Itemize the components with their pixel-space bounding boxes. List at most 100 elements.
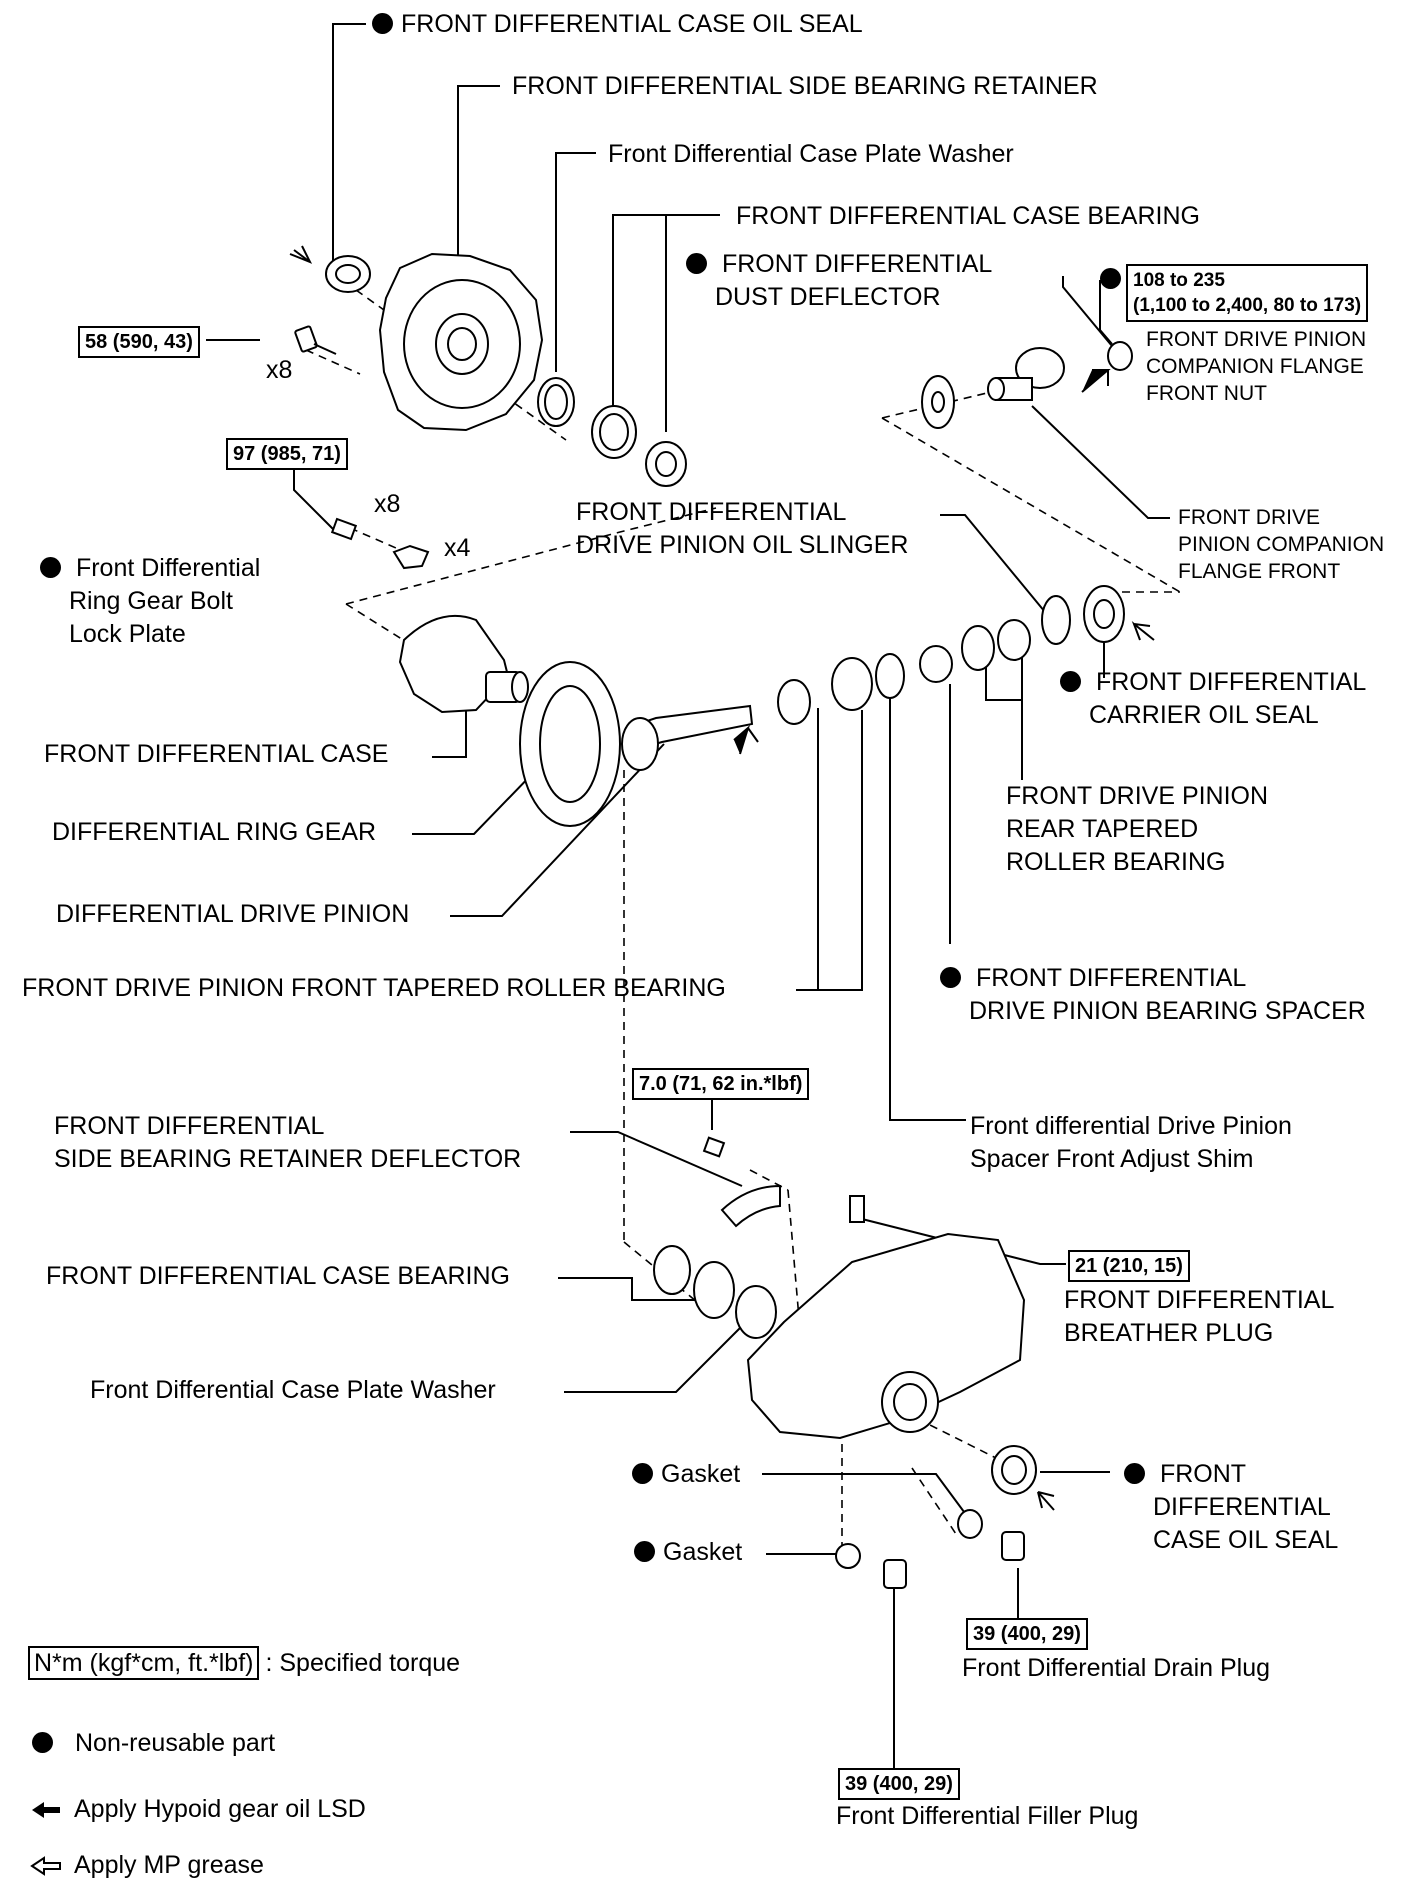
leader-drive-pinion bbox=[450, 743, 665, 917]
ring-gear-part bbox=[519, 661, 621, 827]
label-deflector-line-1: FRONT DIFFERENTIAL bbox=[54, 1112, 325, 1140]
leader-plate-washer-top bbox=[555, 152, 596, 372]
leader-diff-case bbox=[432, 690, 467, 758]
multiplier-retainer-bolts: x8 bbox=[266, 356, 293, 384]
ring-gear-bolt-part bbox=[330, 517, 358, 541]
label-rear-bearing-line-1: FRONT DRIVE PINION bbox=[1006, 782, 1269, 810]
torque-flange-nut-line-1: 108 to 235 bbox=[1133, 270, 1225, 291]
case-bearing-cone-bottom-part bbox=[653, 1245, 691, 1295]
label-rear-bearing-line-2: REAR TAPERED bbox=[1006, 815, 1199, 843]
drive-pinion-part bbox=[621, 704, 754, 771]
label-carrier-oil-seal: FRONT DIFFERENTIAL CARRIER OIL SEAL bbox=[1060, 666, 1366, 732]
label-breather-line-1: FRONT DIFFERENTIAL bbox=[1064, 1286, 1335, 1314]
leader-case-oil-seal-top bbox=[332, 23, 366, 262]
label-adjust-shim: Front differential Drive Pinion Spacer F… bbox=[970, 1110, 1292, 1176]
label-lock-plate: Front Differential Ring Gear Bolt Lock P… bbox=[40, 552, 260, 651]
label-shim-line-2: Spacer Front Adjust Shim bbox=[970, 1145, 1254, 1173]
label-bottom-seal-line-1: FRONT bbox=[1159, 1460, 1247, 1488]
deflector-bolt-part bbox=[702, 1136, 726, 1158]
leader-front-bearing bbox=[796, 710, 863, 991]
breather-plug-part bbox=[849, 1195, 865, 1223]
hypoid-oil-arrow-nut bbox=[1081, 369, 1111, 393]
torque-ring-gear-bolt: 97 (985, 71) bbox=[226, 438, 348, 470]
torque-breather-plug: 21 (210, 15) bbox=[1068, 1250, 1190, 1282]
mp-grease-arrow-top bbox=[289, 245, 313, 264]
rear-bearing-race-part bbox=[961, 625, 995, 671]
rear-bearing-cone-part bbox=[997, 619, 1031, 661]
label-ring-gear: DIFFERENTIAL RING GEAR bbox=[52, 818, 377, 846]
non-reusable-dot-icon bbox=[32, 1732, 53, 1753]
label-case-bearing-bottom: FRONT DIFFERENTIAL CASE BEARING bbox=[46, 1262, 510, 1290]
multiplier-ring-gear-bolts: x8 bbox=[374, 490, 401, 518]
label-lock-plate-line-2: Ring Gear Bolt bbox=[69, 587, 233, 615]
flange-nut-part bbox=[1107, 341, 1133, 371]
label-shim-line-1: Front differential Drive Pinion bbox=[970, 1112, 1292, 1140]
mp-grease-arrow-carrier bbox=[1131, 620, 1155, 641]
legend-mp-grease: Apply MP grease bbox=[30, 1850, 264, 1880]
companion-flange-part bbox=[987, 347, 1065, 401]
label-oil-slinger: FRONT DIFFERENTIAL DRIVE PINION OIL SLIN… bbox=[576, 496, 908, 562]
label-case-oil-seal-bottom: FRONT DIFFERENTIAL CASE OIL SEAL bbox=[1124, 1458, 1338, 1557]
lock-plate-part bbox=[392, 544, 430, 570]
label-flange-front-line-1: FRONT DRIVE bbox=[1178, 506, 1320, 529]
label-retainer-deflector: FRONT DIFFERENTIAL SIDE BEARING RETAINER… bbox=[54, 1110, 521, 1176]
label-breather-plug: FRONT DIFFERENTIAL BREATHER PLUG bbox=[1064, 1284, 1334, 1350]
legend-non-reusable-text: Non-reusable part bbox=[75, 1729, 276, 1757]
legend-torque-desc: : Specified torque bbox=[265, 1649, 461, 1677]
label-rear-bearing-line-3: ROLLER BEARING bbox=[1006, 848, 1226, 876]
oil-slinger-part bbox=[1041, 595, 1071, 645]
filler-plug-part bbox=[883, 1559, 907, 1589]
leader-companion-flange bbox=[1031, 405, 1170, 519]
torque-flange-nut-line-2: (1,100 to 2,400, 80 to 173) bbox=[1133, 295, 1362, 316]
label-flange-nut-line-2: COMPANION FLANGE bbox=[1146, 355, 1364, 378]
label-flange-nut-line-3: FRONT NUT bbox=[1146, 382, 1267, 405]
carrier-housing-part bbox=[746, 1232, 1026, 1440]
legend-torque: N*m (kgf*cm, ft.*lbf): Specified torque bbox=[28, 1646, 460, 1680]
hollow-arrow-icon bbox=[30, 1856, 61, 1876]
label-bearing-spacer: FRONT DIFFERENTIAL DRIVE PINION BEARING … bbox=[940, 962, 1366, 1028]
label-dust-deflector-line-2: DUST DEFLECTOR bbox=[715, 283, 941, 311]
plate-washer-bottom-part bbox=[735, 1285, 777, 1339]
side-bearing-retainer-part bbox=[378, 252, 544, 432]
label-companion-flange-nut: FRONT DRIVE PINION COMPANION FLANGE FRON… bbox=[1146, 326, 1366, 407]
label-bottom-seal-line-2: DIFFERENTIAL bbox=[1153, 1493, 1331, 1521]
torque-flange-nut: 108 to 235 (1,100 to 2,400, 80 to 173) bbox=[1126, 264, 1369, 322]
torque-deflector-bolt: 7.0 (71, 62 in.*lbf) bbox=[632, 1068, 810, 1100]
label-lock-plate-line-1: Front Differential bbox=[75, 554, 261, 582]
differential-case-part bbox=[398, 614, 529, 714]
oil-seal-top-part bbox=[325, 255, 371, 293]
label-case-oil-seal-top: FRONT DIFFERENTIAL CASE OIL SEAL bbox=[372, 8, 863, 41]
dot-flange-nut bbox=[1100, 268, 1121, 289]
multiplier-lock-plates: x4 bbox=[444, 534, 471, 562]
label-front-tapered-bearing: FRONT DRIVE PINION FRONT TAPERED ROLLER … bbox=[22, 974, 726, 1002]
drain-plug-part bbox=[1001, 1531, 1025, 1561]
label-bottom-seal-line-3: CASE OIL SEAL bbox=[1153, 1526, 1339, 1554]
label-dust-deflector: FRONT DIFFERENTIAL DUST DEFLECTOR bbox=[686, 248, 992, 314]
leader-case-bearing-top bbox=[612, 214, 720, 410]
label-oil-slinger-line-2: DRIVE PINION OIL SLINGER bbox=[576, 531, 909, 559]
mp-grease-arrow-bottom bbox=[1037, 1491, 1055, 1511]
leader-plate-washer-bottom bbox=[564, 1325, 743, 1393]
torque-retainer-bolt: 58 (590, 43) bbox=[78, 326, 200, 358]
legend-hypoid-oil-text: Apply Hypoid gear oil LSD bbox=[74, 1795, 366, 1823]
gasket-2-part bbox=[835, 1543, 861, 1569]
label-gasket-2: Gasket bbox=[634, 1536, 742, 1569]
label-plate-washer-bottom: Front Differential Case Plate Washer bbox=[90, 1376, 496, 1404]
label-deflector-line-2: SIDE BEARING RETAINER DEFLECTOR bbox=[54, 1145, 522, 1173]
label-plate-washer-top: Front Differential Case Plate Washer bbox=[608, 140, 1014, 168]
leader-gasket-1 bbox=[762, 1473, 971, 1521]
leader-adjust-shim bbox=[889, 695, 966, 1121]
torque-drain-plug: 39 (400, 29) bbox=[966, 1618, 1088, 1650]
label-lock-plate-line-3: Lock Plate bbox=[69, 620, 186, 648]
label-carrier-seal-line-1: FRONT DIFFERENTIAL bbox=[1095, 668, 1367, 696]
gasket-1-part bbox=[957, 1509, 983, 1539]
front-bearing-race-part bbox=[831, 657, 873, 711]
label-flange-front-line-2: PINION COMPANION bbox=[1178, 533, 1385, 556]
label-carrier-seal-line-2: CARRIER OIL SEAL bbox=[1089, 701, 1319, 729]
label-gasket-1: Gasket bbox=[632, 1458, 740, 1491]
label-oil-slinger-line-1: FRONT DIFFERENTIAL bbox=[576, 498, 847, 526]
legend-mp-grease-text: Apply MP grease bbox=[74, 1851, 264, 1879]
adjust-shim-part bbox=[875, 653, 905, 699]
